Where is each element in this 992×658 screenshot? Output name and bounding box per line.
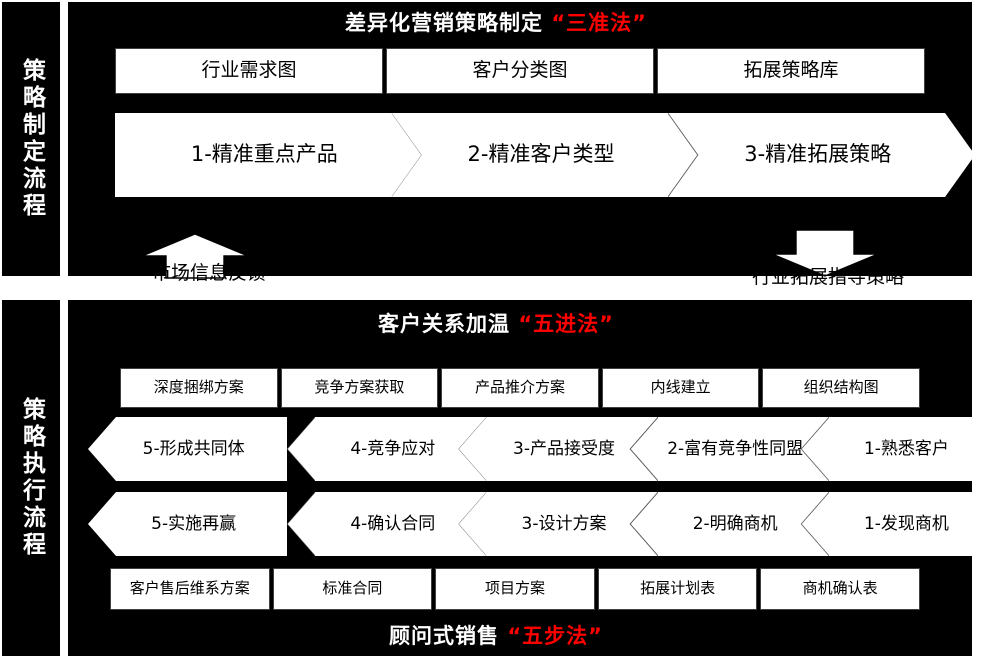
title-bottom-main: 顾问式销售: [389, 624, 500, 648]
title-mid-main: 客户关系加温: [378, 312, 511, 336]
step-label: 4-竞争应对: [350, 438, 436, 459]
title-top-highlight: “三准法”: [551, 11, 647, 35]
feedback-arrow-label: 市场信息反馈: [152, 262, 267, 284]
guidance-arrow-label: 行业拓展指导策略: [752, 266, 905, 288]
step-label: 1-发现商机: [863, 513, 949, 534]
execution-bottom-box[interactable]: 商机确认表: [760, 568, 920, 610]
strategy-tool-box[interactable]: 行业需求图: [115, 48, 383, 94]
execution-bottom-box[interactable]: 项目方案: [435, 568, 595, 610]
execution-top-box[interactable]: 组织结构图: [762, 368, 920, 408]
execution-bottom-box[interactable]: 客户售后维系方案: [110, 568, 270, 610]
step-label: 5-形成共同体: [142, 438, 245, 459]
step-label: 3-精准拓展策略: [744, 142, 892, 167]
execution-top-box-row: 深度捆绑方案 竞争方案获取 产品推介方案 内线建立 组织结构图: [120, 368, 920, 408]
sales-step[interactable]: 5-实施再赢: [88, 492, 288, 556]
rail-label-strategy-formulation: 策略制定流程: [2, 2, 60, 276]
strategy-tool-box-row: 行业需求图 客户分类图 拓展策略库: [115, 48, 925, 94]
sales-step[interactable]: 3-设计方案: [458, 492, 657, 556]
step-label: 1-精准重点产品: [190, 142, 338, 167]
feedback-arrow-up-icon: [140, 232, 250, 280]
chevron-divider-icon: [287, 492, 315, 556]
title-customer-relationship: 客户关系加温 “五进法”: [0, 308, 992, 338]
sales-step[interactable]: 2-明确商机: [630, 492, 829, 556]
title-strategy-formulation: 差异化营销策略制定 “三准法”: [0, 7, 992, 37]
execution-top-box[interactable]: 深度捆绑方案: [120, 368, 278, 408]
execution-top-box[interactable]: 竞争方案获取: [280, 368, 439, 408]
relationship-step[interactable]: 2-富有竞争性同盟: [630, 417, 829, 481]
title-bottom-highlight: “五步法”: [507, 624, 603, 648]
step-label: 4-确认合同: [350, 513, 436, 534]
step-label: 2-明确商机: [692, 513, 778, 534]
sales-step[interactable]: 4-确认合同: [287, 492, 486, 556]
strategy-process-step[interactable]: 2-精准客户类型: [392, 113, 699, 197]
relationship-step[interactable]: 4-竞争应对: [287, 417, 486, 481]
step-label: 5-实施再赢: [151, 513, 237, 534]
rail-label-strategy-execution: 策略执行流程: [2, 300, 60, 656]
title-top-main: 差异化营销策略制定: [345, 11, 544, 35]
execution-top-box[interactable]: 产品推介方案: [441, 368, 599, 408]
strategy-process-step[interactable]: 1-精准重点产品: [115, 113, 422, 197]
sales-step[interactable]: 1-发现商机: [800, 492, 992, 556]
step-label: 3-产品接受度: [513, 438, 615, 459]
execution-top-box[interactable]: 内线建立: [601, 368, 760, 408]
strategy-tool-box[interactable]: 客户分类图: [386, 48, 654, 94]
relationship-step[interactable]: 3-产品接受度: [458, 417, 657, 481]
step-label: 1-熟悉客户: [863, 438, 949, 459]
title-mid-highlight: “五进法”: [518, 312, 614, 336]
strategy-process-chevron-row: 1-精准重点产品 2-精准客户类型 3-精准拓展策略: [115, 113, 975, 197]
chevron-divider-icon: [287, 417, 315, 481]
relationship-step[interactable]: 1-熟悉客户: [800, 417, 992, 481]
guidance-arrow-down-icon: [770, 228, 880, 278]
title-consultative-selling: 顾问式销售 “五步法”: [0, 620, 992, 650]
step-label: 3-设计方案: [521, 513, 607, 534]
strategy-process-step[interactable]: 3-精准拓展策略: [668, 113, 975, 197]
execution-bottom-box[interactable]: 拓展计划表: [597, 568, 758, 610]
relationship-step-chevron-row: 5-形成共同体 4-竞争应对 3-产品接受度 2-富有竞争性同盟 1-熟悉客户: [88, 417, 992, 481]
execution-bottom-box[interactable]: 标准合同: [272, 568, 433, 610]
execution-bottom-box-row: 客户售后维系方案 标准合同 项目方案 拓展计划表 商机确认表: [110, 568, 920, 610]
step-label: 2-精准客户类型: [467, 142, 615, 167]
sales-step-chevron-row: 5-实施再赢 4-确认合同 3-设计方案 2-明确商机 1-发现商机: [88, 492, 992, 556]
relationship-step[interactable]: 5-形成共同体: [88, 417, 288, 481]
strategy-tool-box[interactable]: 拓展策略库: [657, 48, 925, 94]
step-label: 2-富有竞争性同盟: [667, 438, 804, 459]
